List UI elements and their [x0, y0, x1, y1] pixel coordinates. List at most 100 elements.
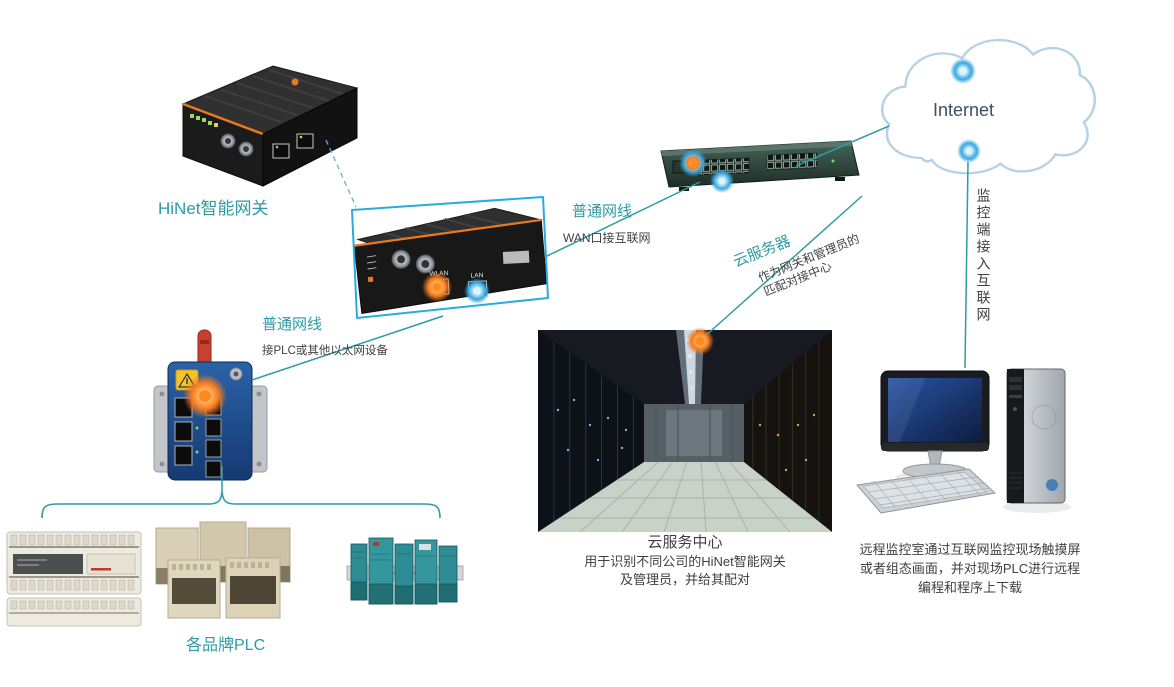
plc-a-io-marks	[17, 559, 47, 566]
monitor-chin	[881, 443, 989, 451]
plc-b-front-2-teeth	[230, 562, 269, 568]
power-button	[1013, 407, 1017, 411]
internet-cloud-svg	[880, 38, 1097, 175]
antenna-connector-2-core	[243, 146, 249, 152]
rail-screw-2	[256, 391, 262, 397]
remote-description: 远程监控室通过互联网监控现场触摸屏 或者组态画面，并对现场PLC进行远程 编程和…	[840, 540, 1100, 597]
plc-b-front-1-panel	[172, 578, 216, 604]
remote-computer-svg	[856, 368, 1071, 514]
switch-vent	[672, 160, 692, 174]
ethernet-switch-svg	[660, 140, 860, 191]
tower-front-bezel	[1007, 369, 1024, 503]
zoom-orange-led	[367, 276, 374, 283]
gateway-zoom-body: WLAN LAN	[353, 207, 548, 315]
drive-bay-2	[1009, 385, 1022, 390]
datacenter-description: 用于识别不同公司的HiNet智能网关 及管理员，并给其配对	[513, 553, 857, 589]
industrial-antenna-core	[233, 371, 239, 377]
cable-left-subtitle: 接PLC或其他以太网设备	[262, 345, 388, 357]
remote-desc-line1: 远程监控室通过互联网监控现场触摸屏	[859, 542, 1081, 557]
plc-a-face-panel	[86, 553, 136, 575]
plc-a-brand-stripe	[91, 568, 111, 571]
plc-c-modules	[350, 537, 458, 605]
keyboard-keys-area	[862, 471, 987, 509]
cable-left-title: 普通网线	[262, 316, 323, 333]
corridor-back-glow	[666, 410, 722, 456]
plc-mitsubishi-photo	[5, 528, 145, 628]
plc-b-front-2-panel	[230, 576, 276, 604]
floor-lines	[559, 461, 815, 532]
gateway-orange-edge	[182, 102, 264, 136]
wlan-port-label: WLAN	[429, 270, 448, 278]
gateway-eth-ports	[272, 133, 314, 159]
remote-computer-photo	[855, 365, 1085, 525]
plc-siemens-photo	[345, 530, 465, 625]
rail-screw-3	[159, 461, 165, 467]
antenna-connector-1-core	[225, 138, 231, 144]
back-wall-lines	[655, 404, 733, 462]
plc-a-terminals-bottom	[10, 579, 135, 591]
industrial-switch-photo	[148, 328, 273, 488]
server-room-photo	[538, 330, 832, 532]
plc-a-terminals-top	[10, 534, 135, 546]
drive-bay-3	[1009, 395, 1022, 398]
hinet-gateway-photo	[165, 52, 365, 192]
datacenter-desc-line1: 用于识别不同公司的HiNet智能网关	[584, 554, 786, 569]
rack-lines-left	[553, 341, 634, 522]
industrial-switch-svg	[153, 329, 268, 481]
tower	[1006, 368, 1066, 504]
ethernet-switch-photo	[655, 135, 865, 197]
internet-cloud	[873, 30, 1101, 190]
monitor-screen	[888, 378, 982, 442]
plc-a-svg	[6, 531, 142, 627]
plc-cluster-photo	[150, 520, 315, 625]
plc-c-red-detail	[373, 542, 379, 546]
plc-a-ext-terminals	[10, 600, 135, 610]
monitor-access-label: 监控端接入互联网	[975, 188, 992, 324]
remote-desc-line3: 编程和程序上下载	[917, 580, 1022, 595]
rack-leds-left	[556, 398, 628, 462]
plc-b-front-1-teeth	[172, 564, 211, 570]
internet-label: Internet	[933, 100, 995, 120]
switch-led	[831, 159, 835, 163]
plc-c-vents	[353, 551, 455, 561]
switch-foot-left	[679, 187, 689, 191]
screen-glare	[888, 378, 925, 442]
cloud-outline	[880, 38, 1097, 175]
lan-port	[467, 280, 488, 298]
lan-port-label: LAN	[471, 272, 484, 280]
remote-desc-line2: 或者组态画面，并对现场PLC进行远程	[859, 561, 1081, 576]
plc-group-title: 各品牌PLC	[186, 637, 266, 654]
datacenter-title: 云服务中心	[647, 534, 723, 551]
brand-badge	[1046, 479, 1058, 491]
gateway-led-strip	[190, 114, 218, 127]
zoom-label-sticker	[502, 250, 530, 264]
keyboard	[856, 468, 997, 514]
rail-screw-1	[159, 391, 165, 397]
cable-top-subtitle: WAN口接互联网	[563, 231, 651, 245]
rail-screw-4	[256, 461, 262, 467]
rack-wall-right	[744, 330, 832, 532]
plc-b-svg	[155, 521, 291, 619]
drive-bay-1	[1009, 377, 1022, 382]
hinet-gateway-svg	[181, 65, 359, 187]
keyboard-rows	[868, 476, 991, 506]
tower-shadow	[1003, 501, 1071, 513]
plc-a-divider-bottom	[9, 576, 139, 578]
plc-c-label	[419, 544, 431, 550]
server-room-svg	[538, 330, 832, 532]
red-antenna-band	[200, 340, 209, 344]
rack-leds-right	[758, 413, 816, 472]
plc-a-divider-top	[9, 546, 139, 548]
cable-top-title: 普通网线	[572, 203, 633, 220]
datacenter-desc-line2: 及管理员，并给其配对	[619, 572, 750, 587]
gateway-title: HiNet智能网关	[158, 199, 269, 218]
rack-wall-left	[538, 330, 644, 532]
plc-a-io-panel	[13, 554, 83, 574]
plc-a-ext-divider	[9, 612, 139, 614]
gateway-logo-mark	[291, 78, 299, 86]
hinet-gateway-zoom-svg: WLAN LAN	[353, 207, 548, 315]
industrial-ports-left	[174, 397, 193, 466]
plc-c-svg	[346, 537, 464, 605]
keyboard-cols	[873, 469, 981, 509]
